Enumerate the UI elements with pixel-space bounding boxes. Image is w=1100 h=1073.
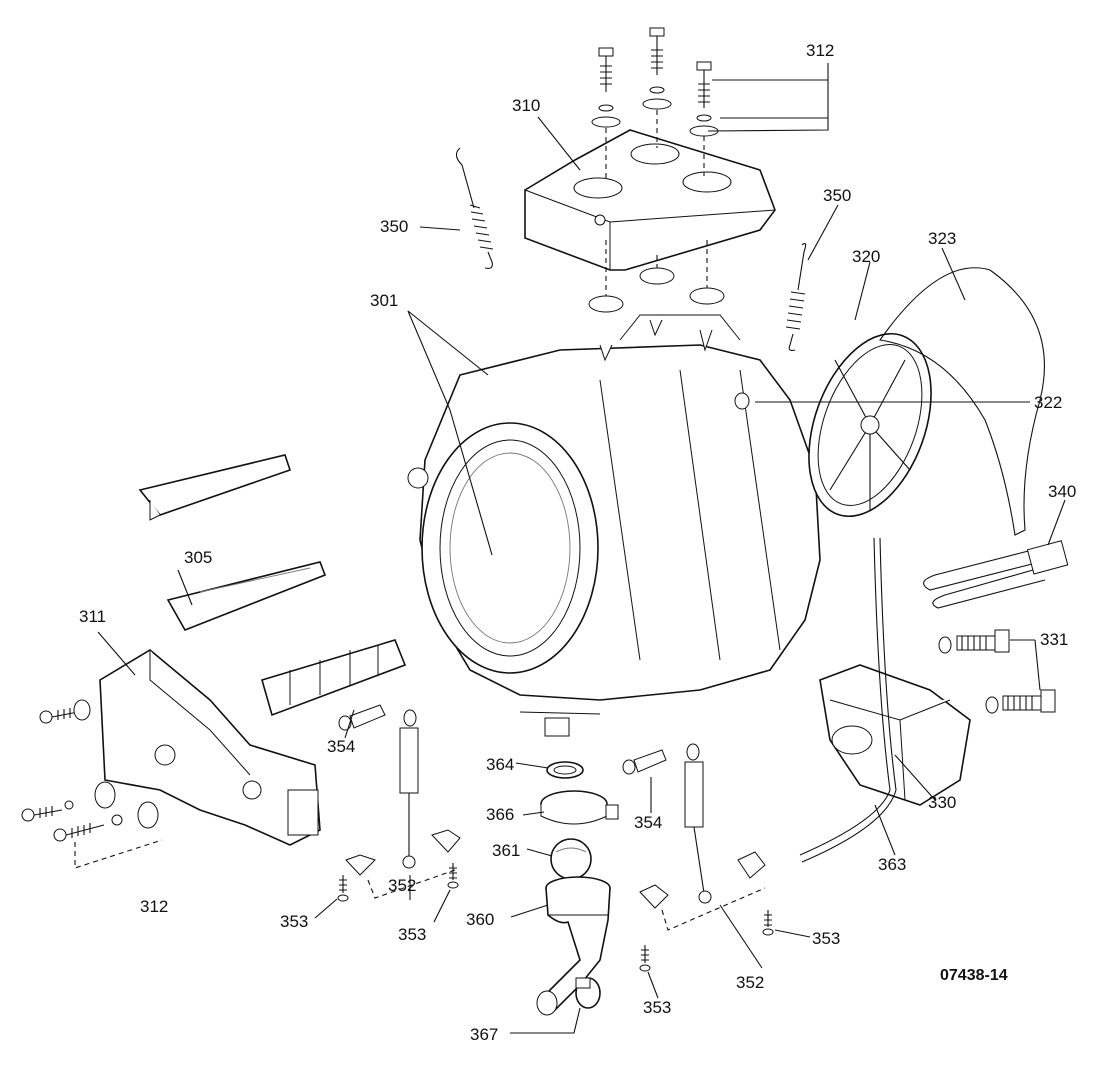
ball-361 [550, 838, 592, 880]
drum-pulley-320 [808, 332, 932, 518]
label-354-right: 354 [634, 813, 662, 832]
spring-350-right [785, 243, 807, 351]
spring-350-left [455, 147, 494, 269]
washer-322 [734, 392, 750, 410]
label-361: 361 [492, 841, 520, 860]
counterweight-bolts [588, 27, 725, 313]
label-363: 363 [878, 855, 906, 874]
counterweight-310 [524, 129, 776, 271]
tub-301 [407, 314, 821, 737]
label-353-d: 353 [643, 998, 671, 1017]
label-352-left: 352 [388, 876, 416, 895]
bolts-312-bottom [21, 699, 163, 869]
label-312-bottom: 312 [140, 897, 168, 916]
label-312-top: 312 [806, 41, 834, 60]
label-366: 366 [486, 805, 514, 824]
label-354-left: 354 [327, 737, 355, 756]
part-305 [138, 454, 407, 717]
label-350-right: 350 [823, 186, 851, 205]
label-310: 310 [512, 96, 540, 115]
label-320: 320 [852, 247, 880, 266]
motor-330 [819, 664, 971, 806]
belt-323 [879, 267, 1045, 536]
label-331: 331 [1040, 630, 1068, 649]
clamp-366 [540, 790, 619, 825]
part-labels: 312 310 350 350 320 323 322 340 331 330 … [79, 41, 1076, 1044]
seal-364 [546, 761, 584, 779]
label-311: 311 [79, 607, 106, 626]
label-301: 301 [370, 291, 398, 310]
label-305: 305 [184, 548, 212, 567]
label-353-b: 353 [398, 925, 426, 944]
label-340: 340 [1048, 482, 1076, 501]
label-330: 330 [928, 793, 956, 812]
clamp-367 [575, 977, 601, 1009]
hose-363 [799, 537, 897, 863]
diagram-code: 07438-14 [940, 967, 1008, 984]
label-323: 323 [928, 229, 956, 248]
label-353-c: 353 [812, 929, 840, 948]
leader-lines [97, 63, 1066, 1034]
label-353-a: 353 [280, 912, 308, 931]
pin-354-right [622, 749, 667, 775]
shock-absorber-left [345, 709, 461, 899]
label-364: 364 [486, 755, 514, 774]
label-350-left: 350 [380, 217, 408, 236]
label-367: 367 [470, 1025, 498, 1044]
heater-340 [923, 540, 1069, 609]
shock-absorber-right [639, 743, 766, 931]
label-352-right: 352 [736, 973, 764, 992]
label-322: 322 [1034, 393, 1062, 412]
pin-354-left [338, 704, 386, 731]
label-360: 360 [466, 910, 494, 929]
bracket-311 [99, 649, 321, 846]
bolts-331 [938, 629, 1056, 714]
screws-353 [337, 863, 774, 972]
